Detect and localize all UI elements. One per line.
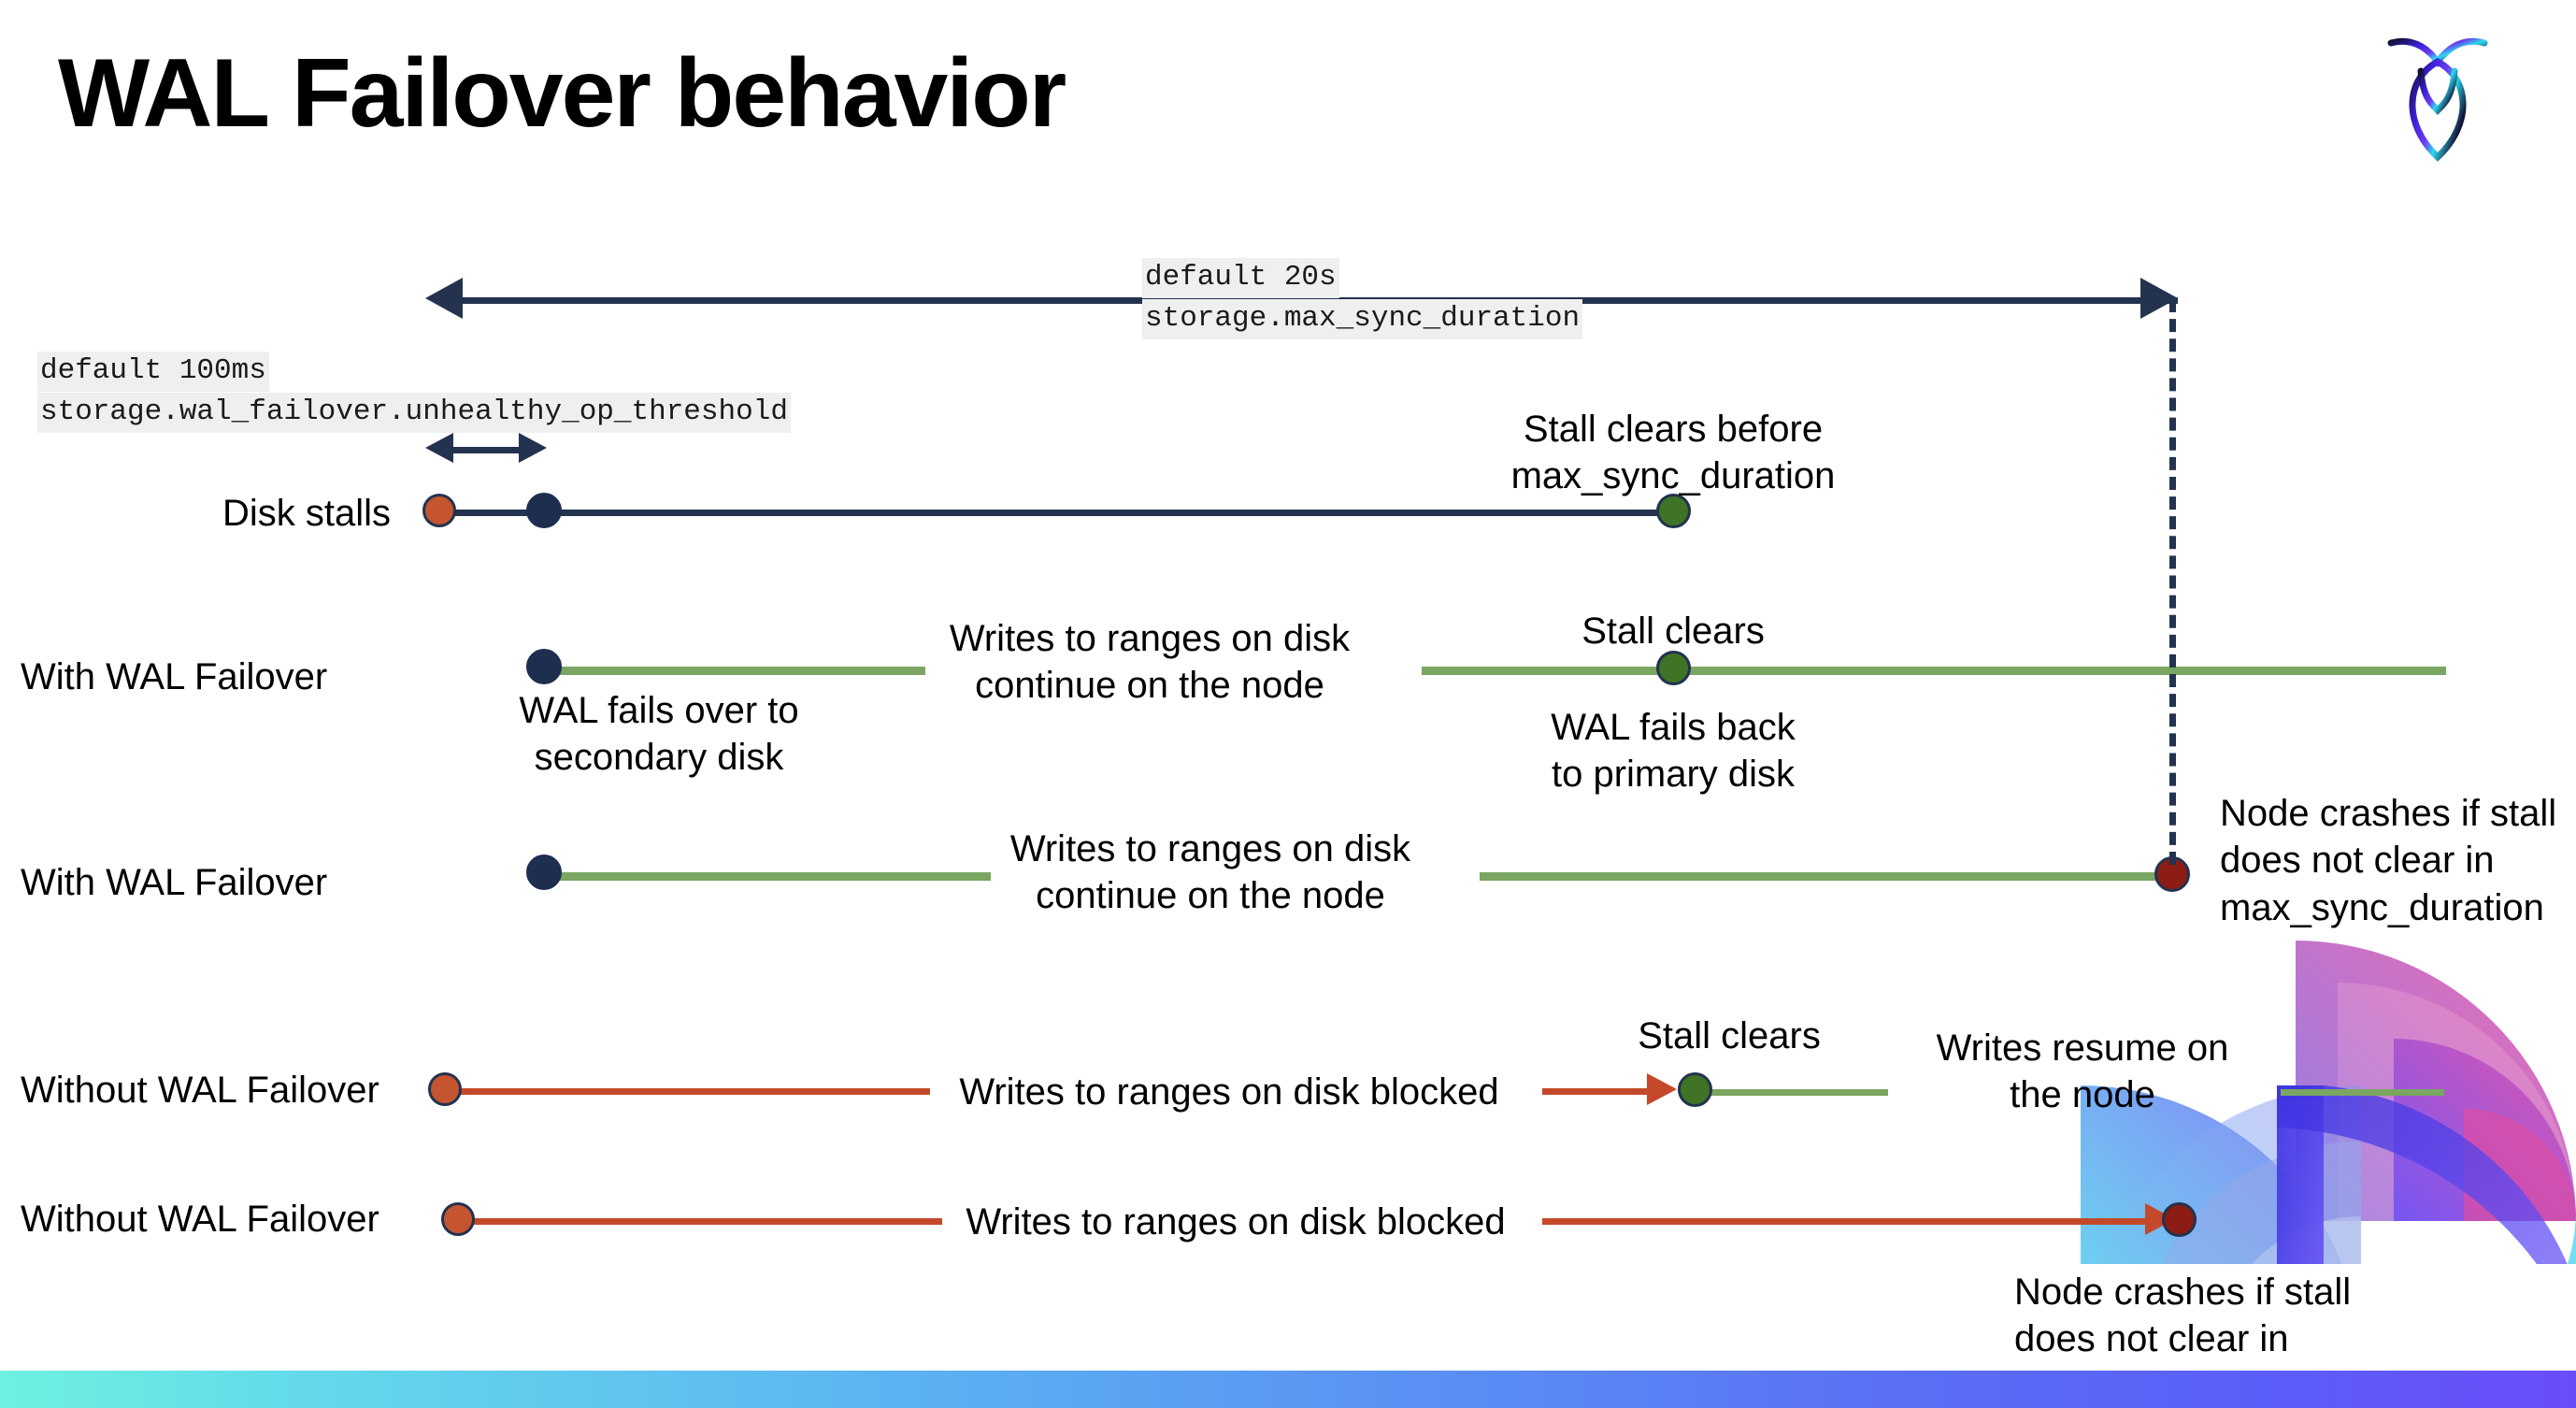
max-sync-default-chip: default 20s: [1142, 258, 1339, 298]
without-failover-recovers-resume-annotation: Writes resume on the node: [1936, 1027, 2229, 1116]
row-label-with-wal-failover-crashes: With WAL Failover: [21, 862, 328, 903]
with-failover-recovers-stall-clears-annotation: Stall clears: [1581, 611, 1765, 652]
bottom-gradient-bar: [0, 1371, 2576, 1408]
with-failover-recovers-segment-1: [547, 667, 925, 675]
cockroachdb-logo-icon: [2382, 26, 2494, 166]
max-sync-duration-dashed-guide: [2169, 299, 2176, 865]
row-label-disk-stalls: Disk stalls: [222, 493, 392, 534]
unhealthy-op-right-arrowhead: [519, 433, 547, 463]
without-failover-crashes-crash-dot: [2162, 1202, 2197, 1237]
disk-stalls-timeline: [439, 510, 1673, 516]
without-failover-recovers-blocked-line-1: [444, 1088, 930, 1095]
with-failover-crashes-crash-annotation: Node crashes if stall does not clear in …: [2220, 793, 2557, 928]
with-failover-crashes-middle-annotation: Writes to ranges on disk continue on the…: [1009, 828, 1411, 917]
with-failover-recovers-end-annotation: WAL fails back to primary disk: [1551, 707, 1796, 796]
without-failover-crashes-blocked-line-1: [456, 1218, 942, 1225]
with-failover-crashes-segment-2: [1480, 872, 2176, 881]
with-failover-recovers-stall-clears-dot: [1656, 651, 1691, 685]
without-failover-recovers-stall-clears-dot: [1678, 1072, 1712, 1107]
unhealthy-op-left-arrowhead: [425, 433, 453, 463]
with-failover-recovers-failover-dot: [526, 649, 562, 684]
without-failover-recovers-stall-clears-annotation: Stall clears: [1638, 1015, 1821, 1056]
row-label-without-wal-failover-crashes: Without WAL Failover: [21, 1199, 379, 1240]
unhealthy-op-name-chip: storage.wal_failover.unhealthy_op_thresh…: [37, 393, 791, 433]
with-failover-recovers-middle-annotation: Writes to ranges on disk continue on the…: [949, 618, 1351, 707]
without-failover-recovers-resume-line-1: [1706, 1089, 1888, 1096]
with-failover-crashes-failover-dot: [526, 855, 562, 890]
without-failover-recovers-blocked-annotation: Writes to ranges on disk blocked: [959, 1071, 1499, 1113]
unhealthy-op-default-chip: default 100ms: [37, 352, 269, 392]
with-failover-recovers-start-annotation: WAL fails over to secondary disk: [519, 690, 799, 779]
without-failover-crashes-blocked-line-2: [1542, 1218, 2159, 1225]
max-sync-span-left-arrowhead: [425, 278, 463, 319]
without-failover-crashes-stall-start-dot: [441, 1202, 475, 1236]
with-failover-crashes-segment-1: [547, 872, 991, 881]
row-label-without-wal-failover-recovers: Without WAL Failover: [21, 1070, 379, 1111]
max-sync-name-chip: storage.max_sync_duration: [1142, 299, 1583, 339]
unhealthy-op-span-line: [447, 447, 522, 453]
without-failover-recovers-blocked-line-2: [1542, 1088, 1659, 1095]
disk-stalls-stall-clears-dot: [1656, 494, 1691, 528]
without-failover-crashes-blocked-annotation: Writes to ranges on disk blocked: [966, 1201, 1506, 1243]
without-failover-recovers-resume-line-2: [2281, 1089, 2444, 1096]
row-label-with-wal-failover-recovers: With WAL Failover: [21, 656, 328, 697]
disk-stalls-detection-dot: [526, 493, 562, 528]
disk-stalls-stall-start-dot: [422, 494, 456, 527]
without-failover-recovers-stall-start-dot: [428, 1072, 462, 1106]
without-failover-recovers-blocked-arrowhead: [1647, 1073, 1677, 1105]
page-title: WAL Failover behavior: [58, 39, 1066, 148]
with-failover-recovers-segment-2: [1422, 667, 2446, 675]
disk-stalls-clears-annotation: Stall clears before max_sync_duration: [1510, 409, 1836, 497]
